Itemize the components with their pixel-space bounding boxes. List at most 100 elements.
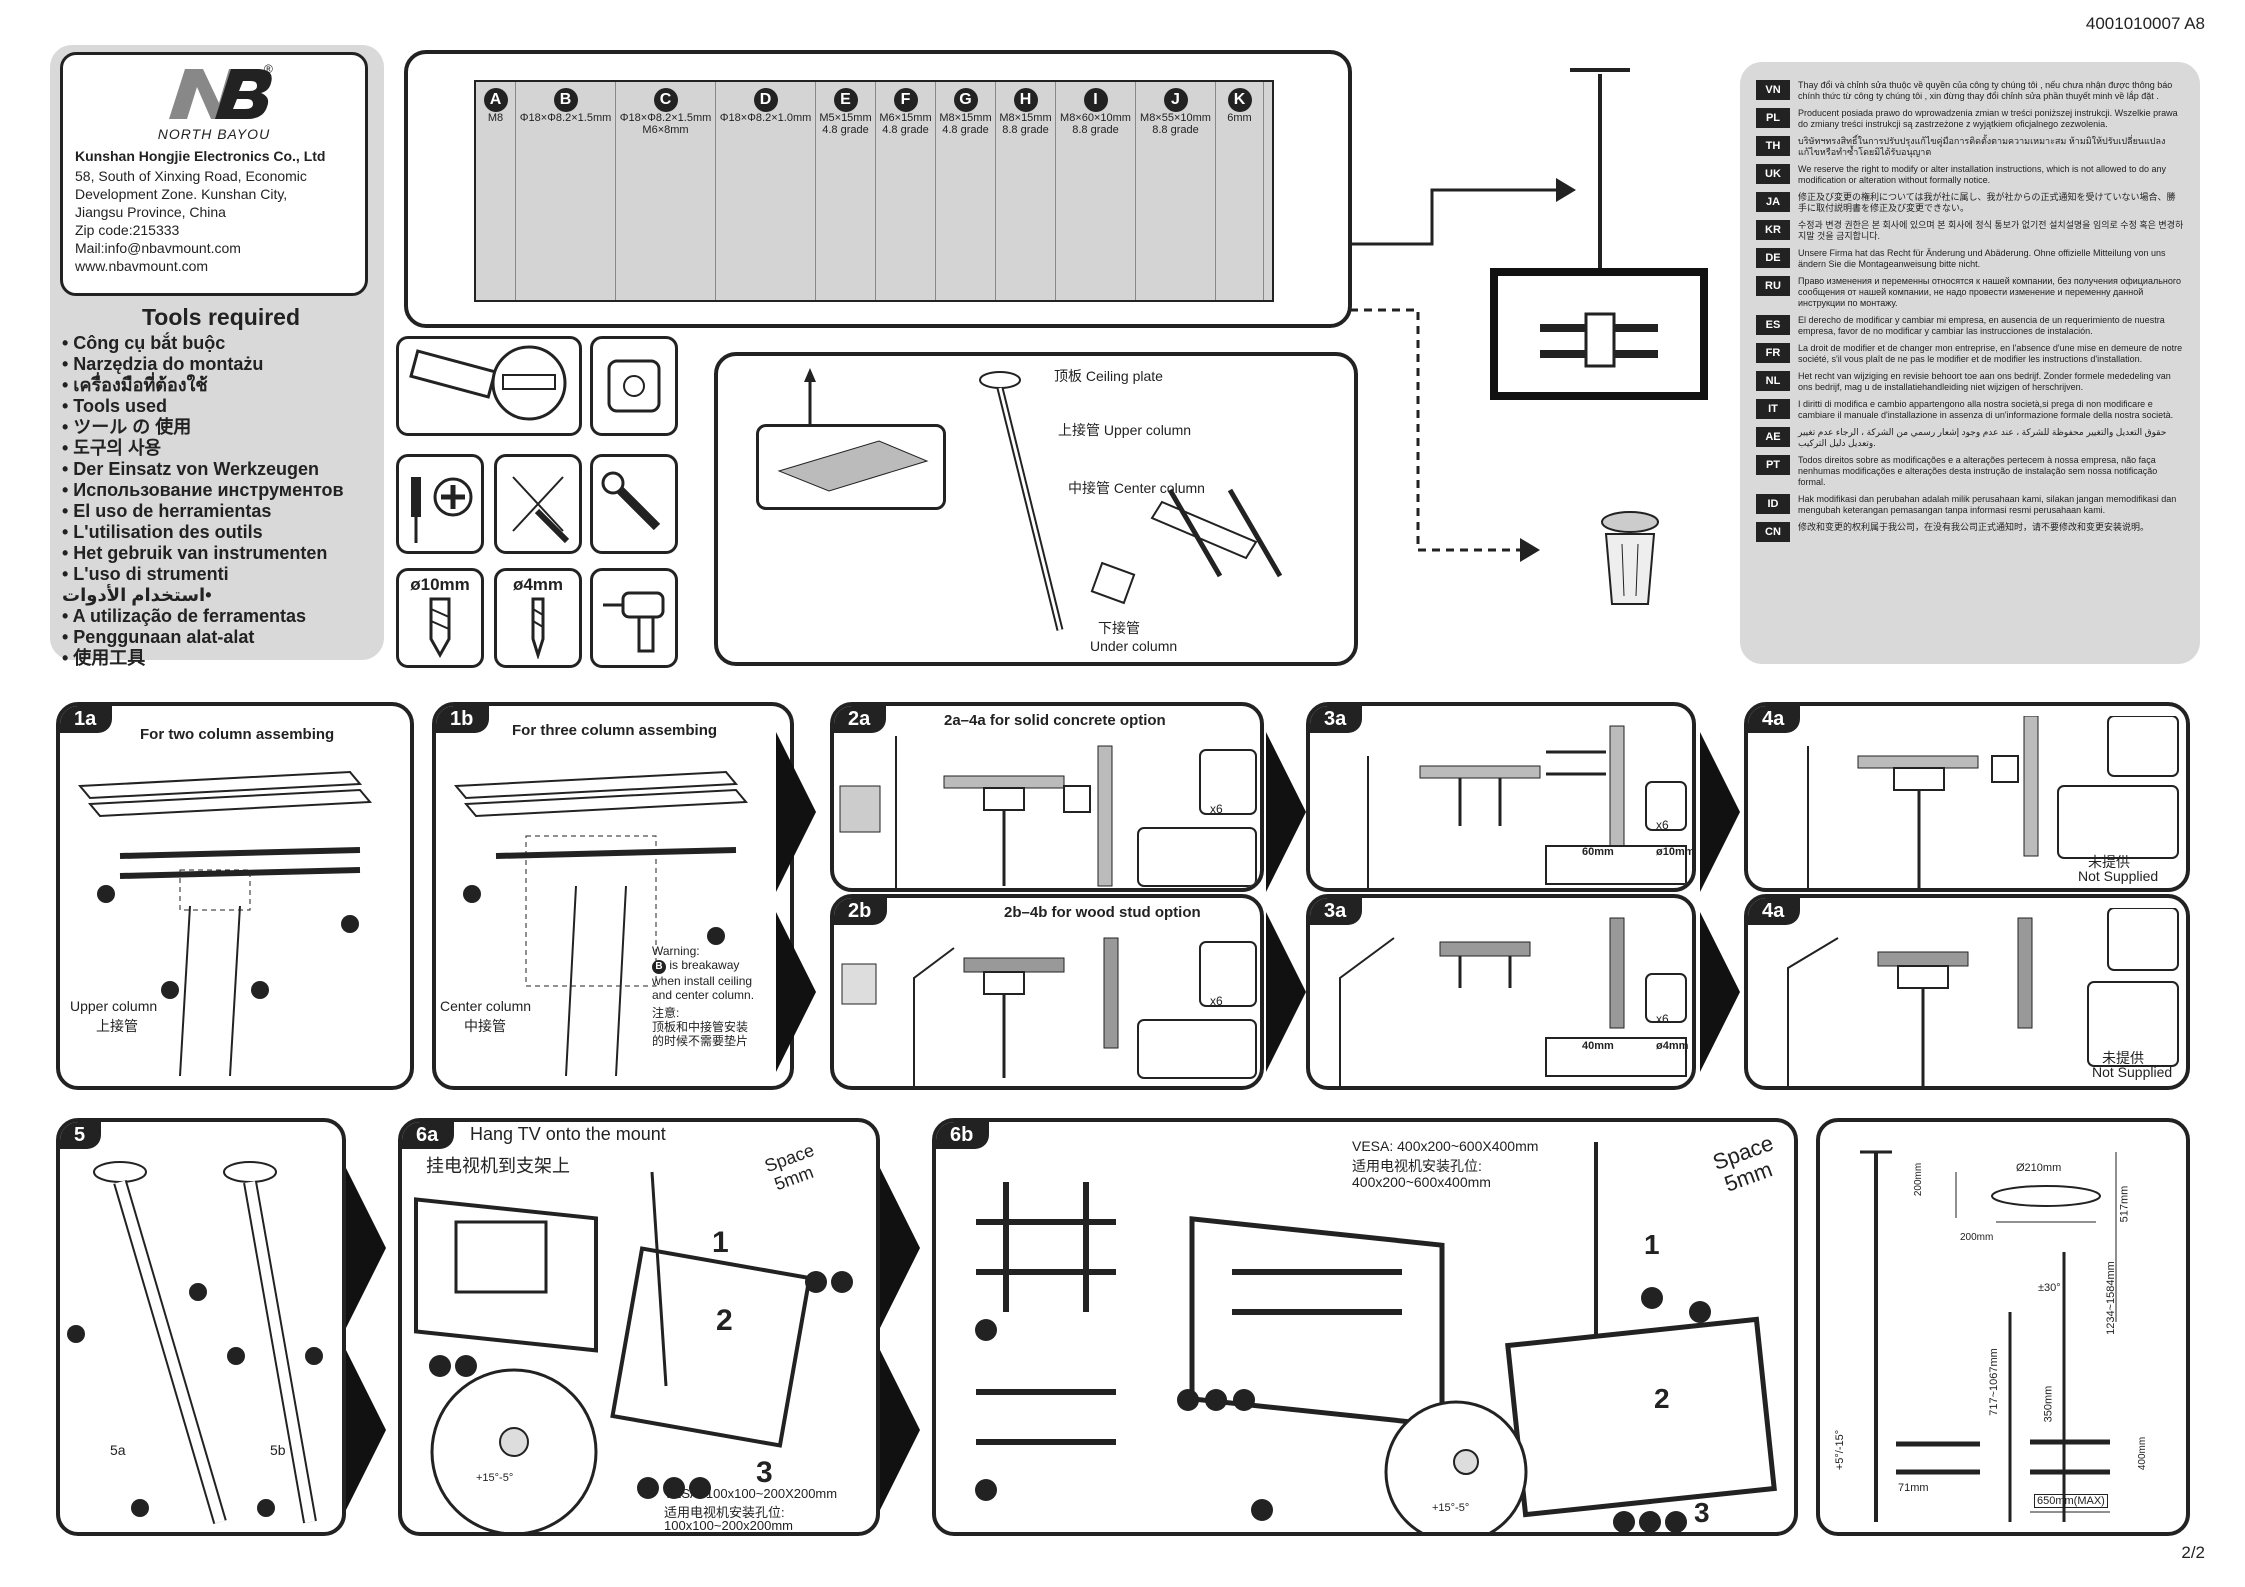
dim-label: ±30°	[2038, 1282, 2061, 1294]
wrapped-hardware	[756, 424, 946, 510]
step-badge: 6b	[936, 1122, 990, 1149]
step-title-en: Hang TV onto the mount	[470, 1124, 666, 1144]
language-code: CN	[1756, 522, 1790, 542]
hardware-grade: M6×8mm	[642, 124, 689, 136]
not-supplied-cn: 未提供	[2102, 1050, 2144, 1066]
note-line: 注意:	[652, 1006, 680, 1020]
step-title: 2a–4a for solid concrete option	[944, 712, 1166, 729]
hardware-letter-icon: G	[953, 88, 978, 112]
disclaimer-th: TH บริษัทฯทรงสิทธิ์ในการปรับปรุงแก้ไขคู่ม…	[1756, 136, 2184, 158]
tilt-angle-label: +15°-5°	[1432, 1502, 1470, 1514]
language-code: VN	[1756, 80, 1790, 100]
disclaimer-id: ID Hak modifikasi dan perubahan adalah mi…	[1756, 494, 2184, 516]
vesa-label: VESA: 400x200~600X400mm	[1352, 1138, 1539, 1154]
warning-line-text: is breakaway	[669, 958, 740, 972]
vesa-label-cn: 适用电视机安装孔位:	[1352, 1158, 1482, 1174]
svg-text:1: 1	[1644, 1229, 1660, 1260]
svg-text:2: 2	[1654, 1383, 1670, 1414]
tool-lang: • Tools used	[62, 396, 167, 416]
spirit-level-icon	[409, 345, 567, 421]
hang-tv-small-diagram: 1 2 3	[414, 1171, 853, 1532]
next-chevron-icon	[1266, 912, 1306, 1072]
svg-text:®: ®	[264, 62, 273, 76]
dim-label: 350mm	[2042, 1385, 2055, 1423]
vesa-label-cn: 适用电视机安装孔位:	[664, 1505, 785, 1520]
tool-lang: • Het gebruik van instrumenten	[62, 543, 328, 563]
tool-lang: • 使用工具	[62, 648, 146, 668]
b-badge-icon: B	[652, 960, 666, 974]
disclaimer-text: I diritti di modifica e cambio apparteng…	[1798, 399, 2174, 420]
warning-line: Warning:	[652, 944, 700, 958]
drilling-concrete-diagram	[1367, 725, 1687, 888]
language-code: KR	[1756, 220, 1790, 240]
trash-can-icon	[1601, 511, 1659, 605]
language-code: JA	[1756, 192, 1790, 212]
step-title: For two column assembing	[140, 726, 335, 743]
tool-lang: • Использование инструментов	[62, 480, 344, 500]
company-name: Kunshan Hongjie Electronics Co., Ltd	[75, 148, 326, 164]
hardware-letter-icon: C	[653, 88, 678, 112]
disclaimer-text: Todos direitos sobre as modificações e a…	[1798, 455, 2158, 487]
address-line: Jiangsu Province, China	[75, 204, 226, 220]
column-label-cn: 中接管	[464, 1018, 506, 1034]
language-code: ID	[1756, 494, 1790, 514]
next-chevron-icon	[346, 1350, 386, 1510]
step-2b-panel: 2b 2b–4b for wood stud option x6	[830, 894, 1264, 1090]
tool-lang: • L'uso di strumenti	[62, 564, 229, 584]
drill-size-label: ø10mm	[1656, 846, 1695, 858]
warning-line: when install ceiling	[652, 974, 753, 988]
tool-lang: • เครื่องมือที่ต้องใช้	[62, 375, 208, 395]
note-line: 的时候不需要垫片	[652, 1034, 749, 1048]
hardware-spec: M8×15mm	[939, 112, 992, 124]
column-diagram	[804, 368, 1283, 631]
disclaimer-text: Hak modifikasi dan perubahan adalah mili…	[1798, 494, 2177, 515]
overview-arrows	[1350, 178, 1576, 562]
hardware-grade: 8.8 grade	[1072, 124, 1119, 136]
wood-stud-diagram	[841, 937, 1257, 1086]
language-code: TH	[1756, 136, 1790, 156]
hardware-spec: M8×60×10mm	[1060, 112, 1131, 124]
step-badge: 6a	[402, 1122, 455, 1149]
hardware-spec: Φ18×Φ8.2×1.0mm	[719, 112, 812, 124]
language-code: FR	[1756, 343, 1790, 363]
power-drill-tool	[590, 568, 678, 668]
under-column-label-cn: 下接管	[1098, 620, 1140, 636]
step-title: 2b–4b for wood stud option	[1004, 904, 1201, 921]
mounted-tv-icon	[1490, 68, 1708, 400]
next-chevron-icon	[776, 912, 816, 1072]
step-badge: 4a	[1748, 898, 1801, 925]
disclaimer-text: حقوق التعديل والتغيير محفوظة للشركة ، عن…	[1798, 427, 2167, 448]
hardware-spec: 6mm	[1227, 112, 1252, 124]
mail: Mail:info@nbavmount.com	[75, 240, 241, 256]
next-chevron-icon	[1266, 732, 1306, 892]
upper-column-label: 上接管 Upper column	[1058, 422, 1192, 438]
language-code: DE	[1756, 248, 1790, 268]
screw-concrete-diagram	[1807, 716, 2179, 888]
hardware-spec: Φ18×Φ8.2×1.5mm	[519, 112, 612, 124]
drill-bit-10mm: ø10mm	[396, 568, 484, 668]
hang-tv-large-diagram: 1 2 3	[975, 1142, 1777, 1532]
disclaimer-text: บริษัทฯทรงสิทธิ์ในการปรับปรุงแก้ไขคู่มือ…	[1798, 136, 2166, 157]
tool-lang: • A utilização de ferramentas	[62, 606, 307, 626]
dim-label: 650mm(MAX)	[2034, 1494, 2108, 1508]
disclaimer-text: Het recht van wijziging en revisie behoo…	[1798, 371, 2171, 392]
warning-line: and center column.	[652, 988, 755, 1002]
drill-bit-4mm: ø4mm	[494, 568, 582, 668]
hardware-spec: M5×15mm	[819, 112, 872, 124]
step-badge: 4a	[1748, 706, 1801, 733]
tool-lang: • Penggunaan alat-alat	[62, 627, 255, 647]
hardware-spec: M8	[487, 112, 504, 124]
three-column-diagram	[453, 770, 749, 1077]
tilt-angle-label: +15°-5°	[476, 1472, 514, 1484]
drill-depth-label: 60mm	[1582, 846, 1614, 858]
page-number: 2/2	[2181, 1543, 2205, 1562]
